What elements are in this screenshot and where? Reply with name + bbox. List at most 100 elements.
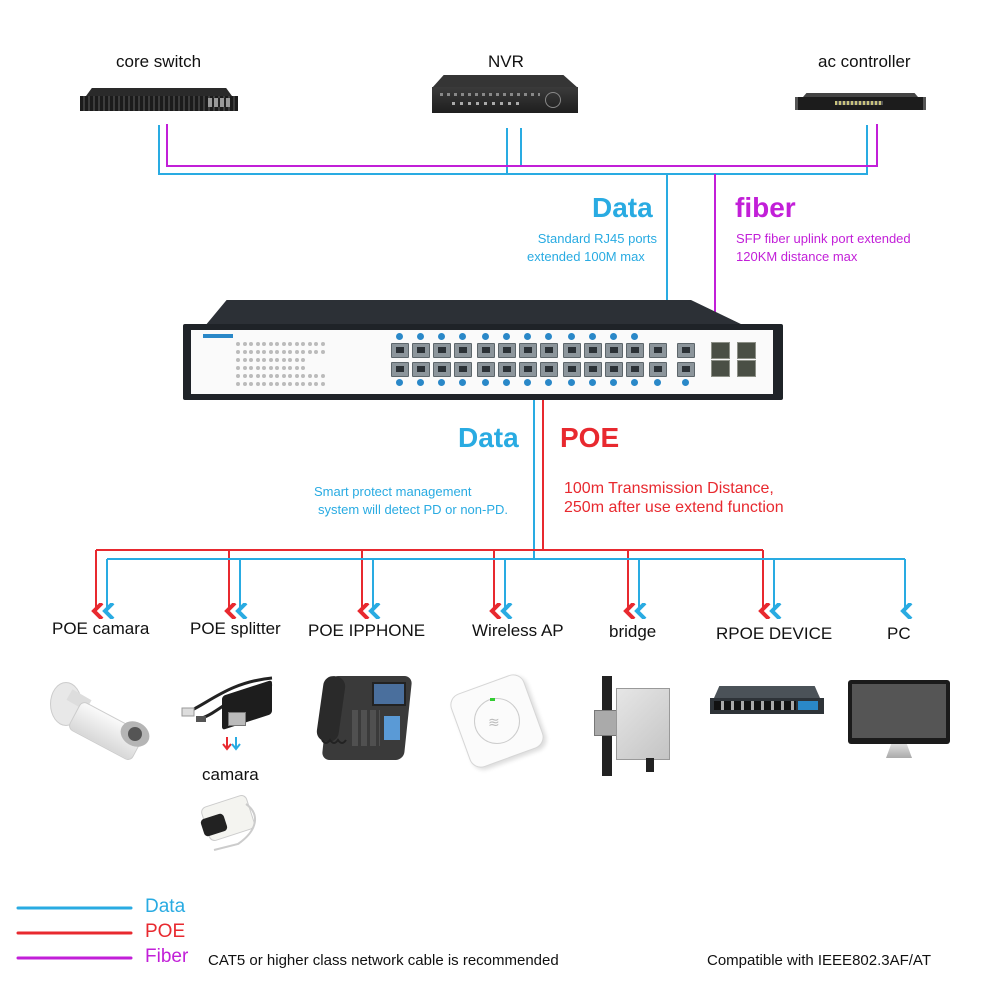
status-led xyxy=(320,342,325,346)
status-led xyxy=(249,342,253,346)
sfp-port-sfp27 xyxy=(737,342,756,359)
status-led xyxy=(249,358,253,362)
poe-ipphone-image xyxy=(315,670,416,770)
port-number-7 xyxy=(459,333,466,340)
uplink-fiber-note-line2: 120KM distance max xyxy=(736,249,858,264)
status-led xyxy=(242,382,247,386)
port-number-18 xyxy=(568,379,575,386)
downlink-poe-note: 100m Transmission Distance, 250m after u… xyxy=(564,479,784,517)
switch-brand-strip xyxy=(203,334,233,338)
status-led xyxy=(281,374,286,378)
status-led xyxy=(268,374,273,378)
status-led xyxy=(262,366,266,370)
uplink-data-note: Standard RJ45 ports extended 100M max xyxy=(527,230,657,266)
sfp-port-sfp25 xyxy=(711,342,730,359)
poe-ipphone-label: POE IPPHONE xyxy=(308,621,426,640)
rj45-port-6 xyxy=(433,362,451,377)
wifi-icon: ≋ xyxy=(488,714,500,730)
downlink-data-title: Data xyxy=(458,422,519,453)
phone-cord-icon xyxy=(321,738,347,744)
nvr-device xyxy=(432,75,578,113)
status-led xyxy=(288,350,292,354)
port-number-20 xyxy=(589,379,596,386)
port-number-9 xyxy=(482,333,489,340)
port-number-17 xyxy=(568,333,575,340)
rj45-port-11 xyxy=(498,343,516,358)
rj45-port-3 xyxy=(412,343,430,358)
sfp-port-sfp28 xyxy=(737,360,756,377)
port-number-11 xyxy=(503,333,510,340)
status-led xyxy=(275,342,279,346)
status-led xyxy=(320,382,325,386)
legend-lines xyxy=(16,906,133,960)
rj45-port-12 xyxy=(498,362,516,377)
port-number-2 xyxy=(396,379,403,386)
rj45-port-22 xyxy=(605,362,623,377)
combo-port-26-bottom xyxy=(677,362,695,377)
downlink-data-note-line1: Smart protect management xyxy=(314,484,472,499)
port-number-1 xyxy=(396,333,403,340)
status-led xyxy=(242,366,247,370)
core-switch-device xyxy=(80,88,238,112)
combo-port-25-top xyxy=(649,343,667,358)
port-number-6 xyxy=(438,379,445,386)
wireless-ap-label: Wireless AP xyxy=(472,621,564,640)
status-led xyxy=(236,382,240,386)
status-led xyxy=(255,366,260,370)
sfp-port-sfp26 xyxy=(711,360,730,377)
status-led xyxy=(294,342,299,346)
cable-recommendation-note: CAT5 or higher class network cable is re… xyxy=(208,952,559,969)
rpoe-device-image xyxy=(710,686,824,720)
downlink-poe-note-line1: 100m Transmission Distance, xyxy=(564,480,774,497)
status-led xyxy=(301,342,305,346)
splitter-output-camera-label: camara xyxy=(202,765,259,784)
rj45-port-19 xyxy=(584,343,602,358)
status-led xyxy=(307,374,312,378)
rj45-port-10 xyxy=(477,362,495,377)
status-led xyxy=(301,382,305,386)
uplink-fiber-title: fiber xyxy=(735,192,796,223)
combo-port-25-bottom xyxy=(649,362,667,377)
bridge-image xyxy=(590,676,672,776)
status-led xyxy=(262,374,266,378)
nvr-label: NVR xyxy=(488,52,524,71)
legend-data-label: Data xyxy=(145,896,186,917)
port-number-15 xyxy=(545,333,552,340)
status-led xyxy=(281,358,286,362)
ac-controller-label: ac controller xyxy=(818,52,911,71)
port-number-26 xyxy=(682,379,689,386)
downlink-data-bus xyxy=(107,558,905,611)
status-led xyxy=(242,358,247,362)
status-led xyxy=(314,374,318,378)
port-number-23 xyxy=(631,333,638,340)
status-led xyxy=(255,382,260,386)
port-number-19 xyxy=(589,333,596,340)
uplink-fiber-note: SFP fiber uplink port extended 120KM dis… xyxy=(736,230,911,266)
status-led xyxy=(236,374,240,378)
status-led xyxy=(294,374,299,378)
status-led xyxy=(255,350,260,354)
status-led xyxy=(275,382,279,386)
poe-splitter-image xyxy=(180,672,280,736)
port-number-16 xyxy=(545,379,552,386)
rj45-port-24 xyxy=(626,362,644,377)
rj45-port-15 xyxy=(540,343,558,358)
poe-camera-image xyxy=(48,672,156,768)
legend-fiber-label: Fiber xyxy=(145,946,189,967)
camera-cable-icon xyxy=(213,803,256,851)
main-poe-switch xyxy=(183,300,783,400)
status-led xyxy=(236,350,240,354)
status-led xyxy=(275,366,279,370)
status-led xyxy=(268,366,273,370)
rj45-port-18 xyxy=(563,362,581,377)
port-number-21 xyxy=(610,333,617,340)
poe-camera-label: POE camara xyxy=(52,619,150,638)
port-number-10 xyxy=(482,379,489,386)
downlink-poe-note-line2: 250m after use extend function xyxy=(564,499,784,516)
rj45-port-21 xyxy=(605,343,623,358)
status-led xyxy=(242,342,247,346)
rpoe-device-label: RPOE DEVICE xyxy=(716,624,833,643)
splitter-output-arrows xyxy=(222,737,241,751)
port-number-8 xyxy=(459,379,466,386)
port-number-25 xyxy=(654,379,661,386)
